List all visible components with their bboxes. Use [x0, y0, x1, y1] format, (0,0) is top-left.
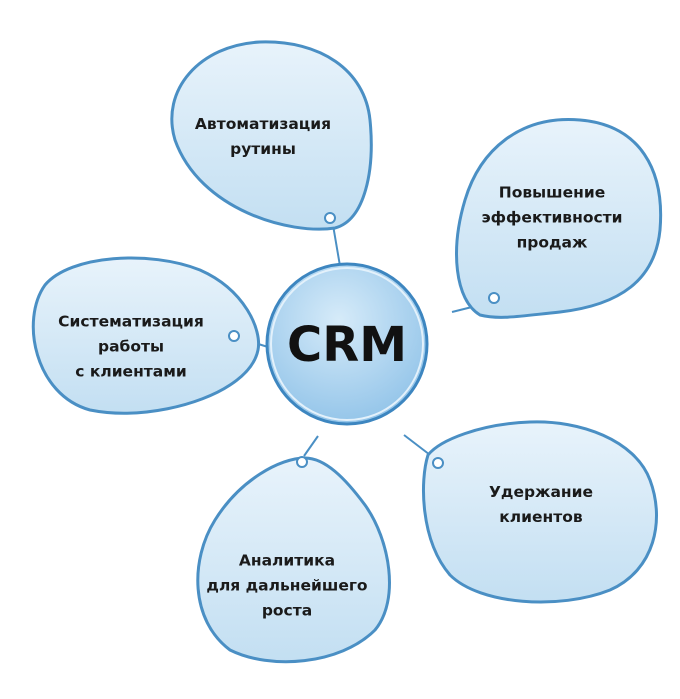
petal-retention: [421, 420, 658, 604]
connector-dot: [296, 456, 308, 468]
petal-label-sales-efficiency: Повышение эффективности продаж: [481, 181, 622, 256]
label-line: Автоматизация: [194, 115, 332, 133]
label-line: Повышение: [498, 183, 606, 202]
petal-sales-efficiency: [455, 118, 663, 319]
label-line: Аналитика: [238, 551, 336, 570]
connector-line: [303, 435, 319, 457]
crm-center-circle: [265, 262, 429, 426]
connector-dot: [228, 330, 240, 342]
label-line: клиентов: [499, 508, 583, 526]
label-line: роста: [261, 601, 313, 620]
label-line: эффективности: [481, 208, 623, 227]
label-line: Систематизация: [58, 312, 204, 331]
label-line: рутины: [230, 140, 296, 158]
crm-circle-highlight: [270, 267, 424, 421]
petal-label-client-work: Систематизация работы с клиентами: [58, 310, 204, 385]
crm-title: CRM: [287, 317, 407, 373]
petal-analytics: [196, 456, 391, 664]
label-line: работы: [97, 337, 165, 356]
petal-label-analytics: Аналитика для дальнейшего роста: [206, 549, 367, 624]
label-line: для дальнейшего: [206, 576, 368, 595]
petal-label-retention: Удержание клиентов: [489, 480, 593, 530]
connector-line: [332, 224, 341, 267]
connector-dot: [324, 212, 336, 224]
petal-label-automation: Автоматизация рутины: [195, 112, 331, 162]
label-line: продаж: [516, 233, 588, 252]
label-line: Удержание: [488, 483, 594, 501]
connector-dot: [488, 292, 500, 304]
petal-client-work: [31, 256, 261, 415]
connector-dot: [432, 457, 444, 469]
label-line: с клиентами: [75, 362, 187, 381]
petal-automation: [170, 40, 373, 231]
